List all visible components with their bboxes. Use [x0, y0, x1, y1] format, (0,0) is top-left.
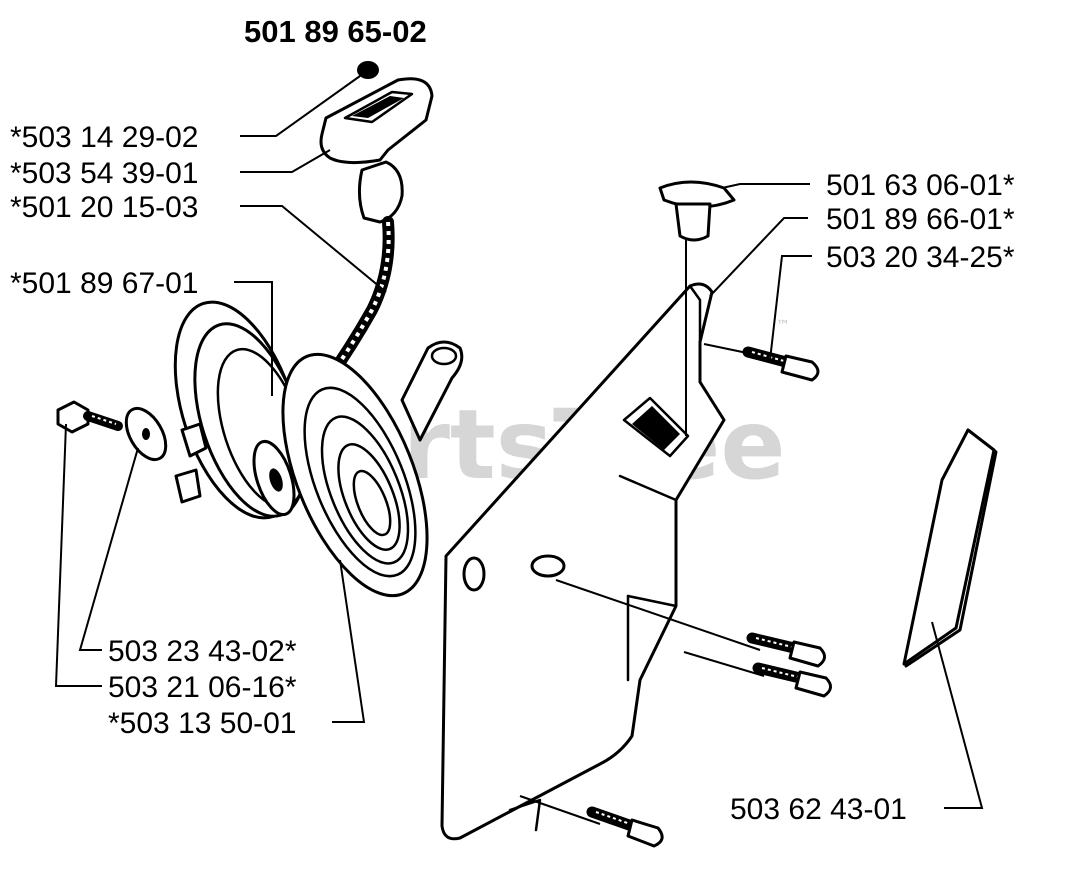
label-501-89-67-01: *501 89 67-01 — [10, 267, 199, 300]
watermark-tm: ™ — [776, 318, 790, 334]
starter-cover — [440, 282, 726, 841]
label-503-21-06-16: 503 21 06-16* — [108, 671, 297, 704]
bolt-and-washer — [56, 400, 168, 462]
label-503-62-43-01: 503 62 43-01 — [730, 793, 907, 826]
decal — [902, 428, 998, 668]
diagram-title: 501 89 65-02 — [244, 14, 427, 49]
label-503-14-29-02: *503 14 29-02 — [10, 121, 199, 154]
recoil-spring — [281, 340, 464, 598]
label-503-13-50-01: *503 13 50-01 — [108, 707, 297, 740]
label-503-23-43-02: 503 23 43-02* — [108, 635, 297, 668]
cover-screws — [586, 346, 832, 848]
label-503-54-39-01: *503 54 39-01 — [10, 157, 199, 190]
starter-handle — [319, 61, 434, 224]
leader-lines — [54, 75, 984, 825]
label-501-63-06-01: 501 63 06-01* — [826, 169, 1015, 202]
label-501-20-15-03: *501 20 15-03 — [10, 191, 199, 224]
label-503-20-34-25: 503 20 34-25* — [826, 241, 1015, 274]
plug-cap — [658, 180, 736, 242]
starter-pulley — [173, 300, 308, 520]
label-501-89-66-01: 501 89 66-01* — [826, 203, 1015, 236]
